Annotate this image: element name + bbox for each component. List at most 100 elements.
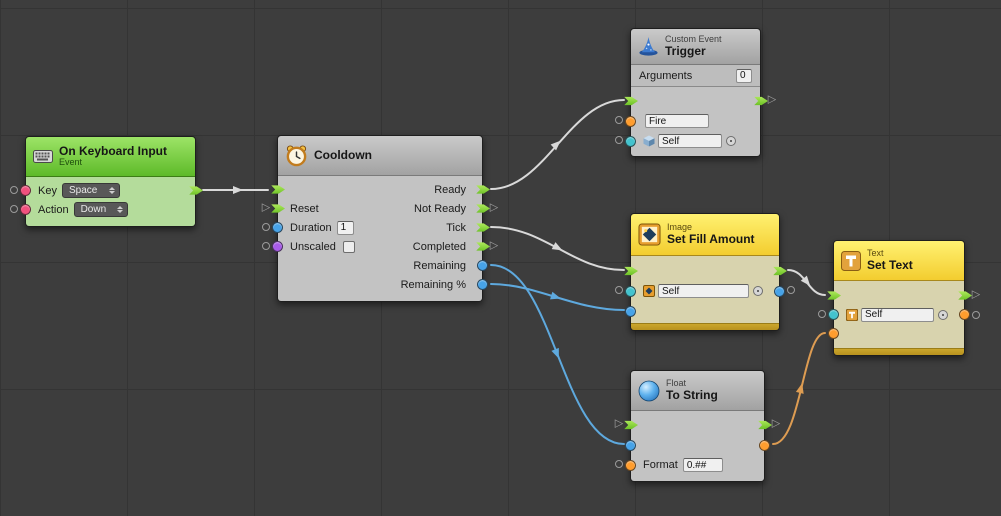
reset-label: Reset — [290, 202, 319, 215]
target-field[interactable] — [861, 307, 934, 322]
node-bottom-strip — [834, 348, 964, 355]
key-dropdown-value: Space — [68, 185, 98, 196]
node-title: Set Fill Amount — [667, 231, 755, 246]
node-title: Set Text — [867, 257, 913, 272]
indicator-cooldown-reset[interactable]: ▷ — [261, 201, 271, 214]
remaining-pct-label: Remaining % — [400, 278, 466, 291]
indicator-text-output[interactable] — [972, 311, 980, 319]
indicator-trigger-target[interactable] — [615, 136, 623, 144]
port-cooldown-reset[interactable] — [271, 204, 285, 213]
indicator-float-exit[interactable]: ▷ — [771, 417, 781, 430]
port-image-enter[interactable] — [624, 266, 638, 276]
port-float-result[interactable] — [759, 439, 770, 451]
keyboard-icon — [33, 150, 53, 163]
node-title: Cooldown — [314, 147, 372, 162]
dropdown-arrows-icon — [117, 203, 123, 216]
port-trigger-exit[interactable] — [754, 96, 768, 106]
duration-field[interactable] — [336, 220, 354, 235]
node-title: To String — [666, 387, 718, 402]
port-cooldown-completed[interactable] — [476, 242, 490, 251]
indicator-keyboard-action[interactable] — [10, 205, 18, 213]
node-subtitle: Event — [59, 157, 83, 168]
event-name-field[interactable] — [645, 114, 709, 128]
cube-icon — [643, 135, 655, 147]
indicator-cooldown-unscaled[interactable] — [262, 242, 270, 250]
indicator-float-enter[interactable]: ▷ — [614, 417, 624, 430]
port-text-output[interactable] — [959, 309, 970, 320]
format-label: Format — [643, 459, 678, 471]
indicator-cooldown-not-ready[interactable]: ▷ — [489, 201, 499, 214]
key-dropdown[interactable]: Space — [61, 183, 120, 198]
action-dropdown[interactable]: Down — [73, 202, 128, 217]
indicator-trigger-name[interactable] — [615, 116, 623, 124]
indicator-keyboard-key[interactable] — [10, 186, 18, 194]
indicator-image-target[interactable] — [615, 286, 623, 294]
port-cooldown-tick[interactable] — [476, 223, 490, 232]
wizard-hat-icon — [638, 36, 659, 57]
port-cooldown-duration[interactable] — [272, 222, 283, 233]
format-field[interactable] — [682, 458, 723, 472]
node-image-set-fill-amount[interactable]: Image Set Fill Amount — [624, 213, 787, 331]
port-key-input[interactable] — [20, 185, 31, 196]
port-float-format[interactable] — [625, 459, 636, 471]
indicator-trigger-exit[interactable]: ▷ — [767, 93, 777, 106]
port-image-fill-amount[interactable] — [625, 305, 636, 317]
node-cooldown[interactable]: Cooldown Ready Reset Not Ready Duration … — [271, 135, 490, 302]
port-image-exit[interactable] — [773, 266, 787, 276]
indicator-image-output[interactable] — [787, 286, 795, 294]
object-picker-icon[interactable] — [938, 309, 948, 320]
port-float-exit[interactable] — [758, 420, 772, 430]
text-mini-icon — [846, 308, 858, 321]
indicator-text-exit[interactable]: ▷ — [971, 288, 981, 301]
float-sphere-icon — [638, 380, 660, 402]
node-float-to-string[interactable]: Float To String Format — [624, 370, 772, 482]
object-picker-icon[interactable] — [726, 136, 736, 146]
port-image-output[interactable] — [774, 285, 785, 297]
clock-icon — [285, 144, 308, 167]
node-category: Float — [666, 377, 687, 388]
port-image-target[interactable] — [625, 285, 636, 297]
action-label: Action — [38, 203, 69, 216]
port-cooldown-unscaled[interactable] — [272, 241, 283, 252]
port-action-input[interactable] — [20, 204, 31, 215]
node-custom-event-trigger[interactable]: Custom Event Trigger Arguments — [624, 28, 768, 157]
port-text-exit[interactable] — [958, 291, 972, 300]
port-event-exit[interactable] — [189, 186, 203, 195]
port-text-value[interactable] — [828, 328, 839, 339]
unscaled-label: Unscaled — [290, 240, 336, 253]
wire-direction-arrows — [233, 140, 811, 394]
dropdown-arrows-icon — [109, 184, 115, 197]
node-text-set-text[interactable]: Text Set Text — [827, 240, 972, 356]
port-cooldown-ready[interactable] — [476, 185, 490, 194]
image-mini-icon — [643, 285, 655, 297]
port-trigger-target[interactable] — [625, 135, 636, 147]
port-float-target[interactable] — [625, 439, 636, 451]
indicator-text-target[interactable] — [818, 310, 826, 318]
object-picker-icon[interactable] — [753, 286, 763, 296]
port-float-enter[interactable] — [624, 420, 638, 430]
node-on-keyboard-input[interactable]: On Keyboard Input Event Key Space Action… — [20, 136, 203, 227]
target-field[interactable] — [658, 284, 749, 298]
node-category: Custom Event — [665, 33, 722, 44]
node-title: On Keyboard Input — [59, 143, 167, 158]
indicator-cooldown-duration[interactable] — [262, 223, 270, 231]
indicator-float-format[interactable] — [615, 460, 623, 468]
port-trigger-name[interactable] — [625, 115, 636, 127]
arguments-field[interactable] — [736, 68, 752, 83]
port-text-target[interactable] — [828, 309, 839, 320]
target-field[interactable] — [658, 134, 722, 148]
not-ready-label: Not Ready — [414, 202, 466, 215]
port-cooldown-enter[interactable] — [271, 185, 285, 194]
port-text-enter[interactable] — [827, 291, 841, 300]
port-cooldown-remaining-pct[interactable] — [477, 279, 488, 290]
tick-label: Tick — [446, 221, 466, 234]
unscaled-checkbox[interactable] — [342, 240, 355, 253]
port-cooldown-remaining[interactable] — [477, 260, 488, 271]
indicator-cooldown-completed[interactable]: ▷ — [489, 239, 499, 252]
text-icon — [841, 250, 861, 271]
port-trigger-enter[interactable] — [624, 96, 638, 106]
node-category: Image — [667, 221, 693, 232]
port-cooldown-not-ready[interactable] — [476, 204, 490, 213]
